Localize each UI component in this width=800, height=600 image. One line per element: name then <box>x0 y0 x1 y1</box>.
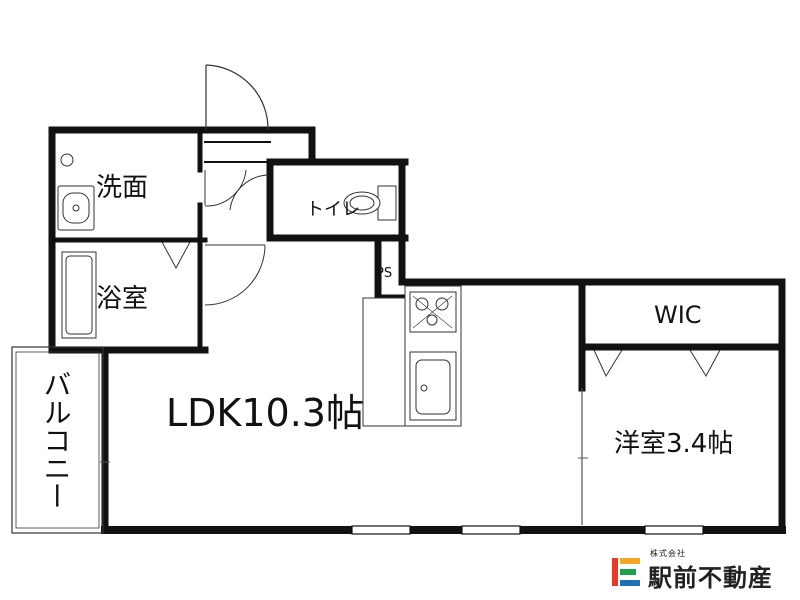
room-label-ps: PS <box>376 266 392 281</box>
company-logo-icon <box>612 558 640 586</box>
stove-icon <box>409 291 457 333</box>
company-logo: 株式会社 駅前不動産 <box>608 548 794 594</box>
room-label-bath: 浴室 <box>96 284 148 314</box>
window-1 <box>351 525 411 535</box>
room-label-ldk: LDK10.3帖 <box>166 391 364 435</box>
window-3 <box>644 525 704 535</box>
room-label-balcony: バルコニー <box>40 370 73 510</box>
company-name: 駅前不動産 <box>648 564 773 592</box>
balcony-inner <box>15 351 100 529</box>
kitchen-sink-icon <box>409 351 457 421</box>
washroom-door-icon <box>204 169 269 211</box>
room-label-toilet: トイレ <box>306 199 360 220</box>
balcony-outline <box>11 346 104 534</box>
wic-folding-door-icon <box>593 349 721 378</box>
room-label-wic: WIC <box>654 301 702 329</box>
entrance-door-icon <box>205 64 269 131</box>
washroom-folding-door-icon <box>161 241 191 270</box>
walls <box>48 126 786 534</box>
bathtub-icon <box>61 251 97 339</box>
room-label-washroom: 洗面 <box>96 173 148 203</box>
window-2 <box>461 525 521 535</box>
washbasin-icon <box>57 153 95 231</box>
toilet-icon <box>343 185 397 221</box>
bath-door-icon <box>204 244 266 306</box>
room-label-western-room: 洋室3.4帖 <box>614 429 733 459</box>
company-type-label: 株式会社 <box>650 549 686 558</box>
